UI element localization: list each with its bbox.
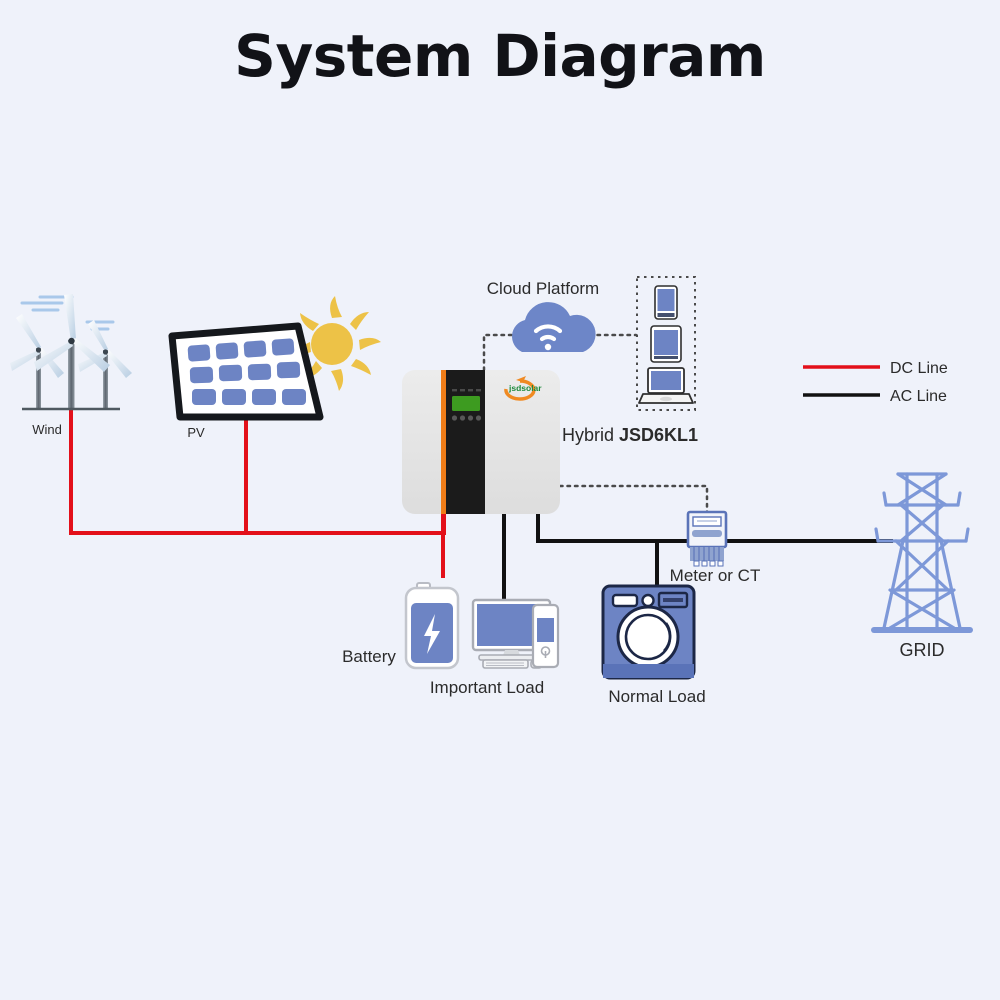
battery-label: Battery: [342, 647, 396, 666]
energy-meter-icon: [686, 510, 728, 567]
cloud-wifi-icon: [512, 302, 596, 352]
page-title: System Diagram: [234, 22, 766, 90]
cloud-platform-label: Cloud Platform: [487, 279, 599, 298]
laptop-icon: [638, 367, 694, 404]
wind-turbine-icon: [10, 294, 132, 411]
hybrid-inverter-icon: jsdsolar: [402, 370, 560, 514]
smartphone-icon: [654, 285, 678, 320]
legend: DC Line AC Line: [803, 360, 948, 405]
inverter-label-prefix: Hybrid: [562, 425, 614, 445]
tablet-icon: [650, 325, 682, 363]
meter-label: Meter or CT: [670, 566, 761, 585]
wind-label: Wind: [32, 422, 62, 437]
solar-panel-icon: [168, 322, 324, 421]
inverter-label: Hybrid JSD6KL1: [562, 425, 698, 445]
brand-logo-icon: jsdsolar: [504, 376, 542, 401]
wiring-ac: [502, 513, 893, 600]
wiring-dc: [69, 408, 446, 578]
desktop-computer-icon: [471, 598, 560, 669]
pv-label: PV: [187, 425, 205, 440]
normal-load-label: Normal Load: [608, 687, 705, 706]
battery-icon: [404, 582, 460, 670]
inverter-label-model: JSD6KL1: [619, 425, 698, 445]
legend-label-ac-line: AC Line: [890, 388, 947, 405]
important-load-label: Important Load: [430, 678, 544, 697]
washing-machine-icon: [601, 584, 696, 680]
transmission-tower-icon: [871, 472, 973, 633]
grid-label: GRID: [900, 640, 945, 660]
legend-label-dc-line: DC Line: [890, 360, 948, 377]
svg-text:jsdsolar: jsdsolar: [508, 383, 542, 393]
devices-group: [636, 276, 696, 411]
